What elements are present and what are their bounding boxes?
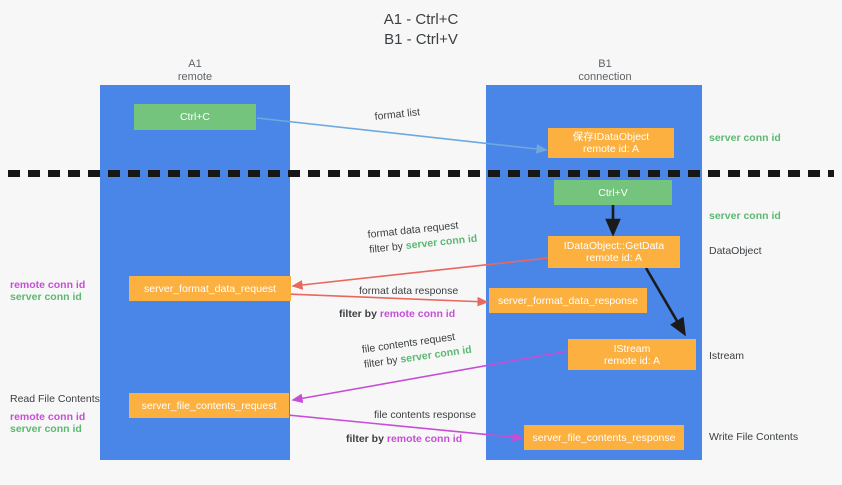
box-istream-line1: IStream xyxy=(613,342,651,355)
column-header-a1-name: A1 xyxy=(188,58,202,70)
label-server-conn-id-mid: server conn id xyxy=(709,210,781,222)
filter-by-text-4: filter by xyxy=(346,433,384,445)
box-getdata-line2: remote id: A xyxy=(585,252,643,264)
box-ctrl-v-label: Ctrl+V xyxy=(598,186,628,199)
edge-label-format-data-response-text: format data response xyxy=(359,285,459,297)
edge-label-format-data-response: format data response filter by remote co… xyxy=(339,284,459,322)
column-header-a1: A1 remote xyxy=(105,58,285,84)
column-header-b1-sub: connection xyxy=(578,71,632,83)
label-dataobject: DataObject xyxy=(709,245,762,257)
box-server-file-contents-response[interactable]: server_file_contents_response xyxy=(524,425,684,450)
box-server-file-contents-response-label: server_file_contents_response xyxy=(532,431,676,444)
edge-label-file-contents-response-filter: filter by remote conn id xyxy=(346,432,476,447)
box-server-format-data-response-label: server_format_data_response xyxy=(497,294,639,307)
remote-conn-id-text-1: remote conn id xyxy=(379,308,456,320)
column-header-b1: B1 connection xyxy=(515,58,695,84)
box-getdata-line1: IDataObject::GetData xyxy=(563,240,665,252)
label-server-conn-id-2: server conn id xyxy=(10,423,82,435)
box-ctrl-c[interactable]: Ctrl+C xyxy=(134,104,256,130)
edge-label-format-data-request: format data request filter by server con… xyxy=(367,217,478,258)
box-save-idataobject[interactable]: 保存IDataObject remote id: A xyxy=(548,128,674,158)
label-remote-conn-id-1: remote conn id xyxy=(10,279,86,291)
page-title: A1 - Ctrl+C B1 - Ctrl+V xyxy=(0,10,842,50)
edge-label-format-data-response-filter: filter by remote conn id xyxy=(339,307,458,322)
filter-by-text-1: filter by xyxy=(368,240,404,256)
edge-label-file-contents-request: file contents request filter by server c… xyxy=(361,328,473,373)
label-read-file-contents: Read File Contents xyxy=(10,393,100,405)
box-save-idataobject-line1: 保存IDataObject xyxy=(572,131,650,143)
box-server-file-contents-request[interactable]: server_file_contents_request xyxy=(129,393,289,418)
box-server-format-data-response[interactable]: server_format_data_response xyxy=(489,288,647,313)
title-line-2: B1 - Ctrl+V xyxy=(384,31,458,48)
label-server-conn-id-top: server conn id xyxy=(709,132,781,144)
edge-label-format-list: format list xyxy=(374,105,421,125)
phase-divider xyxy=(8,170,834,177)
edge-label-file-contents-response-text: file contents response xyxy=(374,409,477,421)
title-line-1: A1 - Ctrl+C xyxy=(383,11,459,28)
box-istream[interactable]: IStream remote id: A xyxy=(568,339,696,370)
remote-conn-id-text-2: remote conn id xyxy=(386,433,463,445)
box-save-idataobject-line2: remote id: A xyxy=(582,143,640,155)
column-header-a1-sub: remote xyxy=(177,71,213,83)
column-header-b1-name: B1 xyxy=(598,58,612,70)
filter-by-text-3: filter by xyxy=(363,354,399,371)
box-server-format-data-request[interactable]: server_format_data_request xyxy=(129,276,291,301)
box-istream-line2: remote id: A xyxy=(603,354,661,367)
box-ctrl-v[interactable]: Ctrl+V xyxy=(554,180,672,205)
box-idataobject-getdata[interactable]: IDataObject::GetData remote id: A xyxy=(548,236,680,268)
edge-label-format-list-text: format list xyxy=(374,106,421,123)
label-write-file-contents: Write File Contents xyxy=(709,431,799,443)
edge-label-file-contents-response: file contents response filter by remote … xyxy=(346,408,477,447)
filter-by-text-2: filter by xyxy=(339,308,377,320)
box-server-format-data-request-label: server_format_data_request xyxy=(144,282,276,295)
label-server-conn-id-1: server conn id xyxy=(10,291,82,303)
box-ctrl-c-label: Ctrl+C xyxy=(179,111,211,123)
label-istream: Istream xyxy=(709,350,745,362)
label-remote-conn-id-2: remote conn id xyxy=(10,411,86,423)
box-server-file-contents-request-label: server_file_contents_request xyxy=(141,399,277,412)
